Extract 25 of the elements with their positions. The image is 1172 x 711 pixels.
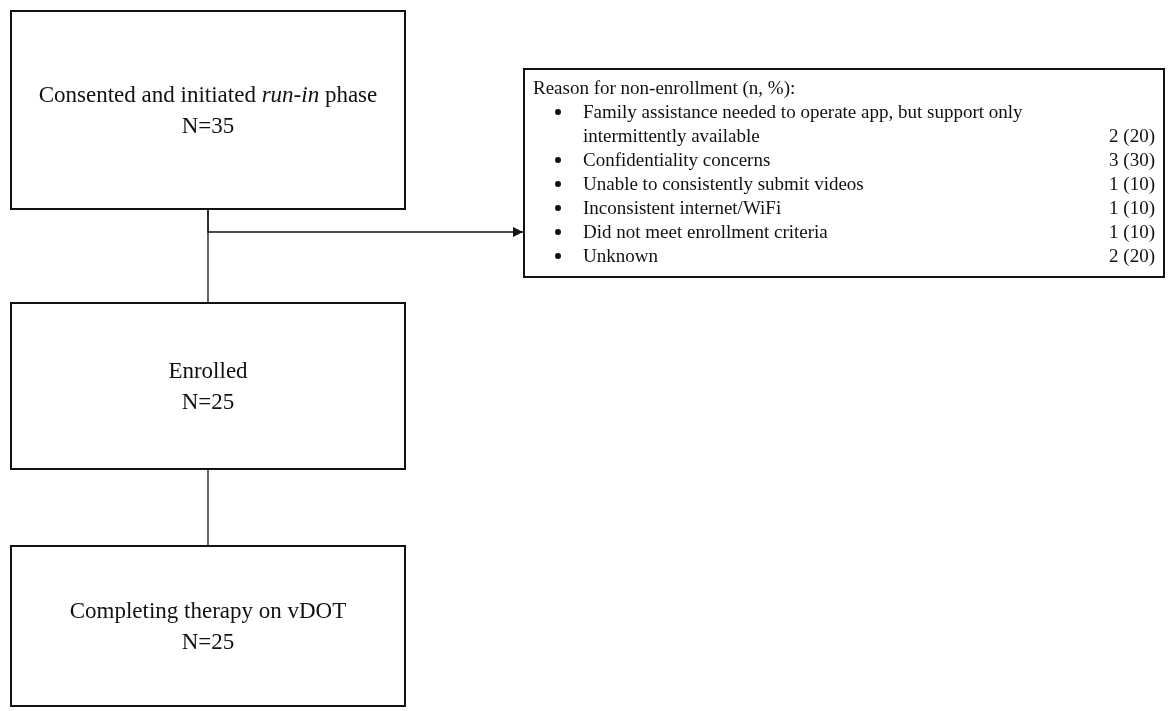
- count-percent: 2 (20): [1108, 124, 1155, 148]
- reason-text: Inconsistent internet/WiFi: [583, 196, 783, 220]
- arrow: [207, 209, 524, 238]
- box-text: Enrolled: [168, 357, 248, 385]
- process-box: [10, 545, 406, 707]
- count-percent: 1 (10): [1108, 196, 1155, 220]
- count-percent: 1 (10): [1108, 220, 1155, 244]
- reason-text: Family assistance needed to operate app, but support only intermittently available: [583, 100, 1024, 148]
- connector-line: [207, 469, 209, 546]
- count-percent: 3 (30): [1108, 148, 1155, 172]
- reason-text: Did not meet enrollment criteria: [583, 220, 829, 244]
- box-text: Completing therapy on vDOT: [69, 597, 347, 625]
- box-text: N=25: [181, 388, 235, 416]
- reason-text: Unable to consistently submit videos: [583, 172, 865, 196]
- count-percent: 1 (10): [1108, 172, 1155, 196]
- process-box: [10, 302, 406, 470]
- process-box: [10, 10, 406, 210]
- reasons-box: [523, 68, 1165, 278]
- reason-text: Unknown: [583, 244, 659, 268]
- list-heading: Reason for non-enrollment (n, %):: [533, 76, 797, 100]
- box-text: N=35: [181, 112, 235, 140]
- box-text: N=25: [181, 628, 235, 656]
- reason-text: Confidentiality concerns: [583, 148, 772, 172]
- box-text: Consented and initiated run-in phase: [38, 81, 378, 109]
- count-percent: 2 (20): [1108, 244, 1155, 268]
